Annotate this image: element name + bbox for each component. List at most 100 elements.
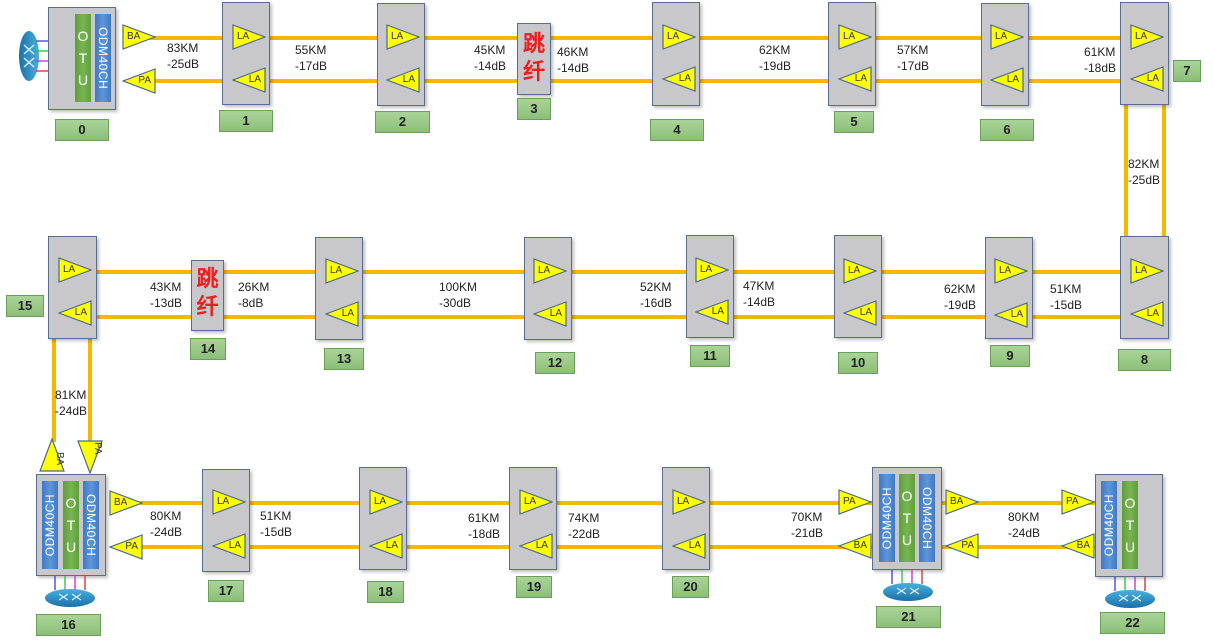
node-21-ba-east-amplifier[interactable]: BA [945,489,979,515]
otu-card[interactable]: O T U [63,481,79,569]
node-22-ba-amplifier[interactable]: BA [1061,533,1095,559]
node-10-la-west-amplifier[interactable]: LA [843,258,877,284]
amplifier-type-label: LA [711,306,724,317]
node-19-la-east-amplifier[interactable]: LA [519,489,553,515]
node-21-pa-west-amplifier[interactable]: PA [838,489,872,515]
node-18-la-east-amplifier[interactable]: LA [369,489,403,515]
amplifier-triangle-icon [77,440,103,474]
node-1-la-east-amplifier[interactable]: LA [232,24,266,50]
span-loss: -25dB [167,57,200,71]
node-14-chassis[interactable] [191,260,224,331]
odm40ch-card[interactable]: ODM40CH [1101,481,1117,569]
node-0-ba-amplifier[interactable]: BA [122,24,156,50]
node-11-la-east-amplifier[interactable]: LA [695,299,729,325]
node-8-la-west-amplifier[interactable]: LA [1130,258,1164,284]
odm-label: ODM40CH [43,493,57,557]
amplifier-triangle-icon [519,489,553,515]
node-13-la-east-amplifier[interactable]: LA [325,301,359,327]
otu-card[interactable]: O T U [1122,481,1138,569]
node-5-la-west-amplifier[interactable]: LA [838,66,872,92]
node-7-chassis[interactable] [1120,2,1169,105]
node-22-pa-amplifier[interactable]: PA [1061,489,1095,515]
node-9-la-west-amplifier[interactable]: LA [994,258,1028,284]
node-16-pa-amplifier[interactable]: PA [109,534,143,560]
node-21-ba-west-amplifier[interactable]: BA [838,533,872,559]
amplifier-type-label: LA [859,307,872,318]
node-5-la-east-amplifier[interactable]: LA [838,24,872,50]
node-13-la-west-amplifier[interactable]: LA [325,258,359,284]
span-label-6-7: 61KM-18dB [1084,44,1116,76]
amplifier-type-label: PA [138,75,151,86]
node-11-la-west-amplifier[interactable]: LA [695,257,729,283]
node-1-la-west-amplifier[interactable]: LA [232,67,266,93]
span-distance: 43KM [150,280,182,294]
node-3-chassis[interactable] [517,23,551,95]
node-8-la-east-amplifier[interactable]: LA [1130,301,1164,327]
amplifier-triangle-icon [838,533,872,559]
amplifier-triangle-icon [109,534,143,560]
node-20-chassis[interactable] [662,467,710,570]
odm40ch-card[interactable]: ODM40CH [95,14,111,102]
otu-card[interactable]: O T U [75,14,91,102]
fiber-jumper-label: 跳纤 [517,31,551,87]
node-16-ba-north-amplifier[interactable]: BA [39,438,65,472]
node-10-la-east-amplifier[interactable]: LA [843,300,877,326]
amplifier-triangle-icon [1130,258,1164,284]
amplifier-triangle-icon [1061,533,1095,559]
otu-letter: U [901,532,913,548]
node-label-11: 11 [690,345,730,367]
node-0-pa-amplifier[interactable]: PA [122,68,156,94]
node-13-chassis[interactable] [315,237,363,340]
odm40ch-card[interactable]: ODM40CH [42,481,58,569]
node-19-la-west-amplifier[interactable]: LA [519,533,553,559]
node-7-la-east-amplifier[interactable]: LA [1130,24,1164,50]
amplifier-triangle-icon [672,489,706,515]
node-18-la-west-amplifier[interactable]: LA [369,533,403,559]
node-7-la-west-amplifier[interactable]: LA [1130,66,1164,92]
otu-letter: T [78,50,88,66]
otu-letter: U [65,539,77,555]
node-6-la-east-amplifier[interactable]: LA [990,24,1024,50]
node-15-la-west-amplifier[interactable]: LA [58,257,92,283]
node-2-la-east-amplifier[interactable]: LA [386,24,420,50]
node-4-la-east-amplifier[interactable]: LA [662,24,696,50]
node-16-ba-amplifier[interactable]: BA [109,490,143,516]
otu-card[interactable]: O T U [899,474,915,562]
node-17-la-east-amplifier[interactable]: LA [212,489,246,515]
node-15-la-east-amplifier[interactable]: LA [58,300,92,326]
node-label-2: 2 [375,111,430,133]
node-9-la-east-amplifier[interactable]: LA [994,302,1028,328]
node-label-1: 1 [219,110,273,132]
client-ports [36,40,50,72]
node-label-22: 22 [1100,612,1165,634]
span-label-2-3: 45KM-14dB [474,42,506,74]
amplifier-type-label: BA [54,452,65,466]
span-loss: -30dB [439,296,472,310]
node-label-3: 3 [517,98,551,120]
span-label-7-8: 82KM-25dB [1128,156,1160,188]
amplifier-triangle-icon [838,66,872,92]
jump-char: 跳 [522,32,545,57]
amplifier-triangle-icon [843,258,877,284]
span-loss: -18dB [468,527,501,541]
node-12-la-west-amplifier[interactable]: LA [533,258,567,284]
node-20-la-east-amplifier[interactable]: LA [672,489,706,515]
node-17-la-west-amplifier[interactable]: LA [212,533,246,559]
odm40ch-card[interactable]: ODM40CH [919,474,935,562]
node-2-la-west-amplifier[interactable]: LA [386,67,420,93]
amplifier-type-label: LA [538,265,551,276]
node-label-17: 17 [208,580,244,602]
amplifier-type-label: LA [549,308,562,319]
node-4-la-west-amplifier[interactable]: LA [662,66,696,92]
node-6-la-west-amplifier[interactable]: LA [990,67,1024,93]
span-distance: 62KM [944,282,976,296]
span-loss: -22dB [568,527,601,541]
otu-letter: T [1125,517,1135,533]
odm40ch-card[interactable]: ODM40CH [83,481,99,569]
span-label-0-1: 83KM-25dB [167,40,199,72]
odm40ch-card[interactable]: ODM40CH [879,474,895,562]
node-16-pa-north-amplifier[interactable]: PA [77,440,103,474]
node-12-la-east-amplifier[interactable]: LA [533,301,567,327]
node-20-la-west-amplifier[interactable]: LA [672,533,706,559]
node-21-pa-east-amplifier[interactable]: PA [945,533,979,559]
